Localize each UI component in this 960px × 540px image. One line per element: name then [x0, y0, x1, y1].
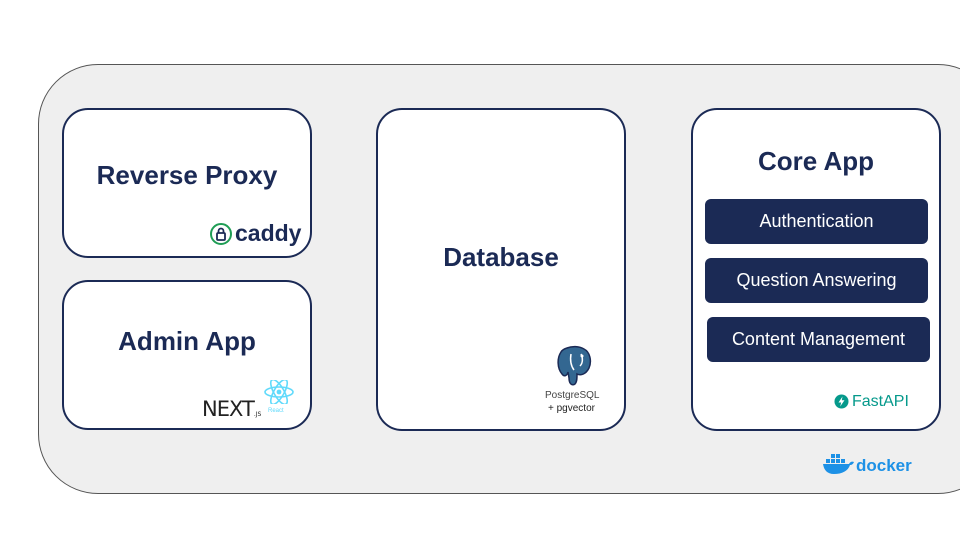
pgvector-logo-text: + pgvector [548, 403, 595, 414]
caddy-logo-text: caddy [235, 220, 302, 246]
docker-whale-icon [823, 454, 854, 474]
nextjs-logo-suffix: .JS [253, 411, 262, 418]
fastapi-logo-text: FastAPI [852, 393, 909, 410]
content-management-module: Content Management [707, 317, 930, 362]
postgresql-logo-text: PostgreSQL [545, 390, 600, 401]
core-app-box: Core App Authentication Question Answeri… [691, 108, 941, 431]
react-logo-text: React [268, 408, 284, 414]
admin-app-box: Admin App NEXT.JS React [62, 280, 312, 430]
reverse-proxy-title: Reverse Proxy [96, 160, 278, 190]
caddy-lock-icon [210, 223, 232, 245]
database-title: Database [443, 242, 559, 272]
authentication-module: Authentication [705, 199, 928, 244]
react-atom-icon [264, 380, 294, 404]
database-box: Database PostgreSQL + pgvector [376, 108, 626, 431]
docker-logo-text: docker [856, 456, 912, 475]
question-answering-module: Question Answering [705, 258, 928, 303]
nextjs-logo-text: NEXT.JS [202, 397, 261, 421]
core-app-title: Core App [757, 146, 875, 176]
nextjs-logo-main: NEXT [202, 397, 255, 421]
fastapi-bolt-icon [834, 394, 849, 409]
admin-app-title: Admin App [118, 326, 256, 356]
reverse-proxy-box: Reverse Proxy caddy [62, 108, 312, 258]
postgres-elephant-icon [557, 345, 592, 386]
